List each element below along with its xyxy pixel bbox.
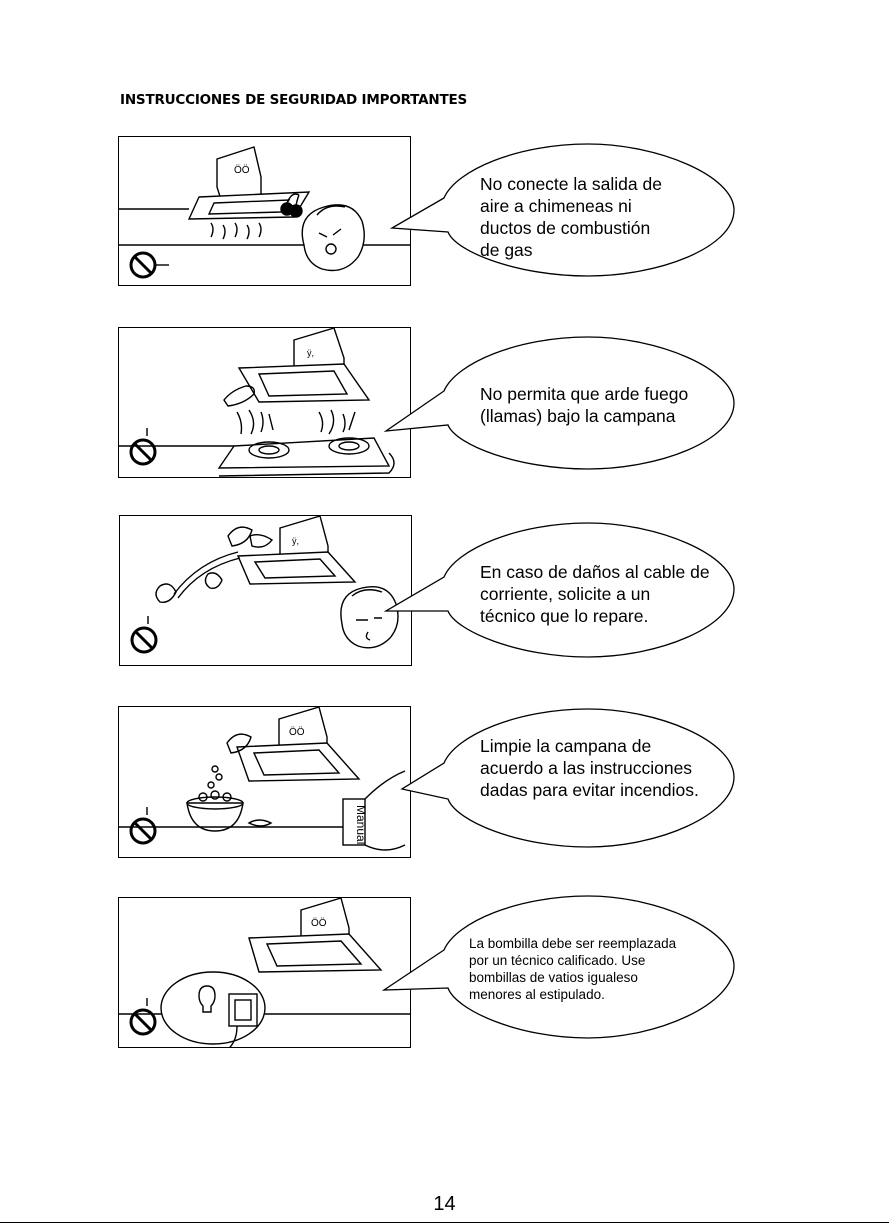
manual-booklet-drawing bbox=[342, 770, 406, 851]
warning-text-3: En caso de daños al cable de corriente, … bbox=[480, 562, 710, 626]
illustration-panel-cleaning: ÖÖ Manual bbox=[118, 706, 411, 858]
bulb-and-socket-drawing bbox=[160, 971, 266, 1047]
page-title: INSTRUCCIONES DE SEGURIDAD IMPORTANTES bbox=[120, 92, 468, 108]
manual-label: Manual bbox=[354, 805, 368, 844]
page-number: 14 bbox=[433, 1193, 456, 1215]
flames-drawing bbox=[236, 409, 356, 435]
prohibition-sign-icon bbox=[129, 251, 169, 279]
prohibition-sign-icon bbox=[129, 998, 157, 1036]
speech-bubble-5: La bombilla debe ser reemplazada por un … bbox=[381, 892, 738, 1042]
hand-drawing bbox=[223, 385, 256, 407]
chef-face-drawing bbox=[301, 204, 365, 272]
cherries-drawing bbox=[280, 193, 303, 218]
svg-text:ÖÖ: ÖÖ bbox=[289, 726, 305, 738]
svg-text:ÖÖ: ÖÖ bbox=[311, 917, 327, 929]
prohibition-sign-icon bbox=[130, 616, 158, 654]
svg-text:ÖÖ: ÖÖ bbox=[234, 164, 250, 176]
hand-drawing bbox=[226, 733, 252, 754]
speech-bubble-3: En caso de daños al cable de corriente, … bbox=[383, 519, 738, 661]
illustration-panel-power-cable: ÿ, bbox=[119, 515, 412, 666]
bottom-rule bbox=[0, 1222, 889, 1223]
illustration-panel-chimney: ÖÖ bbox=[118, 136, 411, 286]
range-hood-drawing: ÖÖ bbox=[187, 146, 311, 220]
speech-bubble-2: No permita que arde fuego (llamas) bajo … bbox=[383, 333, 738, 473]
boiling-pot-drawing bbox=[186, 765, 273, 832]
svg-text:ÿ,: ÿ, bbox=[292, 536, 299, 546]
svg-text:ÿ,: ÿ, bbox=[307, 348, 314, 358]
speech-bubble-1: No conecte la salida de aire a chimeneas… bbox=[389, 140, 738, 280]
warning-text-1: No conecte la salida de aire a chimeneas… bbox=[480, 174, 662, 260]
prohibition-sign-icon bbox=[129, 428, 157, 466]
chef-face-drawing bbox=[340, 586, 399, 649]
gas-stove-drawing bbox=[217, 437, 395, 477]
warning-text-4: Limpie la campana de acuerdo a las instr… bbox=[480, 736, 699, 800]
speech-bubble-4: Limpie la campana de acuerdo a las instr… bbox=[400, 705, 738, 851]
illustration-panel-flames: ÿ, bbox=[118, 327, 411, 478]
hand-drawing bbox=[227, 526, 274, 548]
range-hood-drawing: ÖÖ bbox=[236, 707, 361, 782]
range-hood-drawing: ÿ, bbox=[237, 328, 371, 403]
warning-text-2: No permita que arde fuego (llamas) bajo … bbox=[480, 384, 689, 426]
damaged-cable-drawing bbox=[155, 551, 241, 603]
illustration-panel-light-bulb: ÖÖ bbox=[118, 897, 411, 1048]
range-hood-drawing: ÿ, bbox=[236, 516, 357, 585]
prohibition-sign-icon bbox=[129, 807, 157, 845]
warning-text-5: La bombilla debe ser reemplazada por un … bbox=[469, 936, 677, 1002]
range-hood-drawing: ÖÖ bbox=[248, 898, 383, 973]
smoke-lines-drawing bbox=[210, 222, 262, 240]
